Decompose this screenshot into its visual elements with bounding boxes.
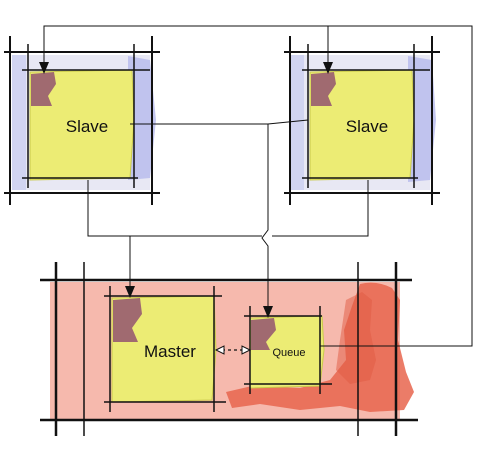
master-accent-glow (336, 292, 376, 384)
arrowhead-icon (241, 345, 252, 355)
slave-right-halo (408, 56, 436, 182)
slave-left-label: Slave (66, 117, 109, 136)
slave-right-label: Slave (346, 117, 389, 136)
arrowhead-icon (39, 62, 49, 74)
slave-left-to-queue (130, 123, 269, 314)
slave-right-to-master (272, 180, 369, 237)
slave-left-halo-band (12, 55, 26, 190)
master-group: Master Queue (40, 262, 418, 436)
slave-left-node: Slave (4, 36, 160, 205)
bidirectional-dashed-arrow-icon (214, 345, 252, 355)
queue-to-top-loop (43, 25, 473, 347)
slave-right-to-queue (267, 119, 309, 125)
note-corner-icon (113, 298, 142, 342)
slave-left-to-master (87, 180, 131, 296)
master-label: Master (144, 342, 196, 361)
arrowhead-icon (263, 306, 273, 318)
connector-arrowheads (39, 62, 333, 318)
queue-label: Queue (272, 347, 305, 359)
connectors (43, 25, 473, 347)
note-corner-icon (311, 72, 336, 106)
arrowhead-icon (323, 62, 333, 74)
slave-left-halo (128, 56, 156, 180)
arrowhead-icon (214, 345, 225, 355)
arrowhead-icon (125, 286, 135, 298)
note-corner-icon (31, 72, 56, 106)
slave-right-node: Slave (284, 36, 440, 205)
slave-right-halo-band (290, 55, 304, 190)
note-corner-icon (251, 318, 276, 350)
